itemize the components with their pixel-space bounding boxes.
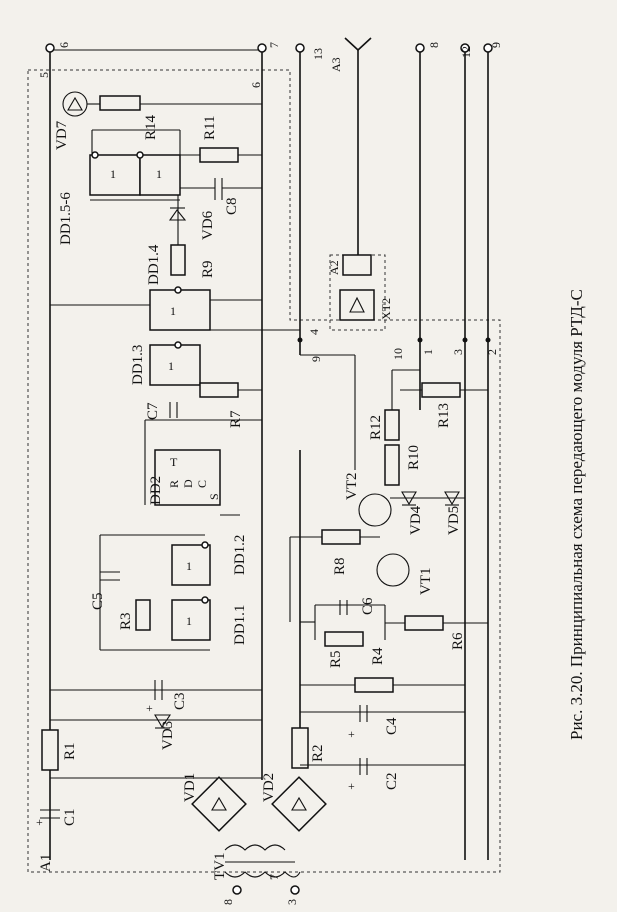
svg-text:R4: R4 [370,647,386,665]
svg-text:VD2: VD2 [261,773,277,802]
supply-filter-right: R2 C2 + C4 + R4 [291,647,465,793]
gate-dd1-4: 1 DD1.4 [50,244,262,331]
svg-text:T: T [170,455,178,469]
svg-text:R11: R11 [202,116,218,140]
module-label: A1 [38,854,54,872]
svg-text:7: 7 [267,874,281,880]
rectifier-bridges: VD1 VD2 TV1 8 3 7 [182,773,327,905]
svg-text:DD1.2: DD1.2 [232,535,248,575]
svg-text:R12: R12 [368,415,384,440]
svg-text:C: C [195,480,209,488]
svg-text:R1: R1 [62,742,78,760]
svg-text:13: 13 [311,48,325,60]
svg-text:DD1.3: DD1.3 [130,345,146,385]
module-a1-outline [27,69,501,873]
svg-text:TV1: TV1 [212,853,228,881]
svg-text:1: 1 [186,559,192,573]
timing-block-dd14: R11 C8 VD6 R9 [168,116,262,278]
power-rails [49,49,489,860]
output-stage: R5 C6 R6 R8 VT1 VT2 [289,473,488,668]
svg-text:3: 3 [451,349,465,355]
bias-network: VD4 VD5 R10 R12 R13 [368,369,488,535]
svg-text:+: + [348,727,355,741]
svg-text:+: + [146,701,153,715]
svg-text:VD4: VD4 [408,505,424,535]
svg-text:R2: R2 [310,744,326,762]
svg-text:A3: A3 [329,57,343,72]
svg-text:12: 12 [459,46,473,58]
svg-text:1: 1 [421,349,435,355]
svg-text:1: 1 [186,614,192,628]
svg-text:VD7: VD7 [54,120,70,150]
svg-text:7: 7 [267,42,281,48]
svg-text:C8: C8 [224,197,240,215]
svg-text:R3: R3 [118,612,134,630]
svg-text:R14: R14 [143,114,159,140]
svg-text:R10: R10 [406,445,422,470]
svg-text:C6: C6 [360,597,376,615]
antenna-a3: A3 [329,37,372,255]
svg-text:VD3: VD3 [160,721,176,750]
svg-text:5: 5 [37,72,51,78]
svg-text:XT2: XT2 [379,298,393,320]
figure-caption: Рис. 3.20. Принципиальная схема передающ… [567,289,586,740]
svg-text:R13: R13 [436,403,452,428]
top-terminals: 6 7 13 8 12 9 5 6 [37,42,503,88]
svg-text:1: 1 [168,359,174,373]
flip-flop-dd2: T R D C S DD2 [144,419,262,516]
svg-text:C3: C3 [172,692,188,710]
svg-text:+: + [36,815,43,829]
svg-text:VD6: VD6 [200,210,216,240]
svg-text:S: S [207,493,221,500]
svg-text:R8: R8 [332,557,348,575]
svg-text:DD1.4: DD1.4 [146,244,162,285]
supply-filter-left: C3 VD3 + R1 C1 + [36,680,262,829]
oscillator-dd1-1-dd1-2: 1 DD1.2 1 DD1.1 C5 R3 [90,534,248,651]
svg-text:1: 1 [110,167,116,181]
svg-text:R7: R7 [228,410,244,428]
svg-text:DD1.5-6: DD1.5-6 [58,192,74,245]
svg-text:9: 9 [489,42,503,48]
svg-text:VT2: VT2 [344,473,360,501]
svg-text:C5: C5 [90,592,106,610]
svg-text:+: + [348,779,355,793]
svg-text:VT1: VT1 [418,568,434,596]
svg-text:3: 3 [285,899,299,905]
transmitter-a2: A2 XT2 4 9 10 1 3 2 [297,254,499,470]
svg-text:C4: C4 [384,717,400,735]
svg-text:1: 1 [156,167,162,181]
svg-text:R5: R5 [328,650,344,668]
svg-text:6: 6 [249,82,263,88]
gate-dd1-3: 1 DD1.3 R7 C7 [130,329,300,428]
svg-text:VD1: VD1 [182,773,198,802]
svg-text:1: 1 [170,304,176,318]
output-indicator-block: VD7 R14 1 1 DD1.5-6 [54,91,262,245]
svg-text:6: 6 [57,42,71,48]
svg-text:9: 9 [309,356,323,362]
svg-text:10: 10 [391,348,405,360]
svg-text:8: 8 [221,899,235,905]
svg-text:R9: R9 [200,260,216,278]
svg-text:VD5: VD5 [446,506,462,535]
svg-text:R6: R6 [450,632,466,650]
svg-text:A2: A2 [327,260,341,275]
svg-text:D: D [181,479,195,488]
svg-text:DD2: DD2 [148,476,164,505]
svg-text:8: 8 [427,42,441,48]
svg-text:C1: C1 [62,808,78,826]
svg-text:C2: C2 [384,772,400,790]
svg-text:DD1.1: DD1.1 [232,605,248,645]
svg-text:R: R [167,480,181,488]
svg-text:4: 4 [307,329,321,335]
svg-text:2: 2 [485,349,499,355]
svg-text:C7: C7 [145,402,161,420]
